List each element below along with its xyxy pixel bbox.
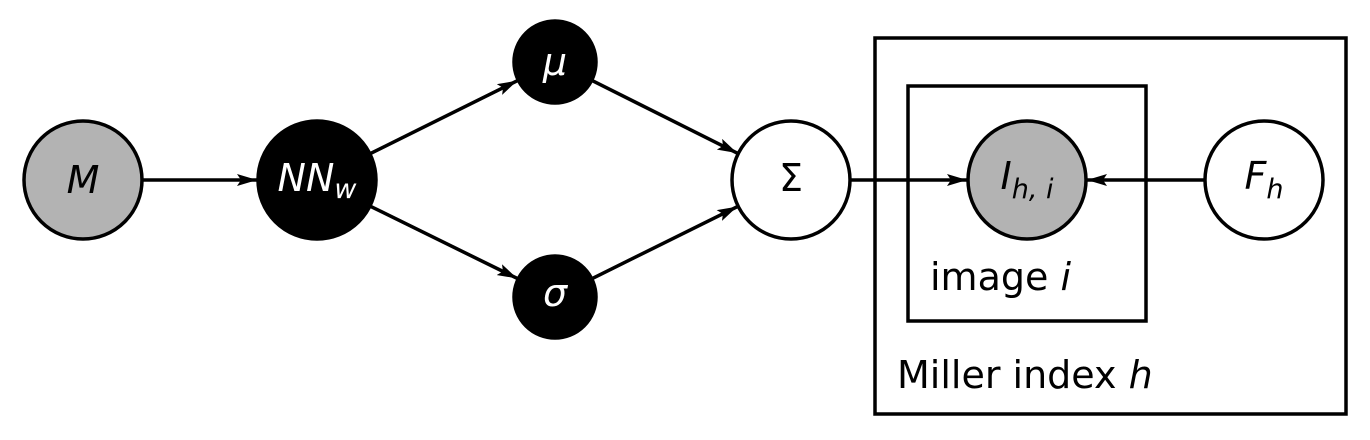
plate-miller-label: Miller index h [897,353,1153,397]
node-M-label: M [67,158,100,202]
node-I: Ih, i [966,119,1088,241]
node-NNw-label: NNw [278,156,358,205]
node-NNw-circle [256,119,378,241]
node-mu-circle [512,19,598,105]
edge-mu-to-Sigma [590,78,739,155]
node-I-label: Ih, i [1001,154,1054,205]
node-I-circle [966,119,1088,241]
node-M: M [22,119,144,241]
node-Sigma-sum-label: Σ [779,156,803,200]
node-sigma-small-label: σ [543,271,569,315]
node-mu-label: μ [542,40,567,84]
node-M-circle [22,119,144,241]
plate-image-label: image i [930,255,1071,299]
node-sigma-small: σ [512,254,598,340]
plate-image [906,84,1148,323]
plate-miller-index [873,36,1348,416]
edge-NN-to-sigma [369,204,519,281]
edge-NN-to-mu [369,79,519,156]
edges-group [142,78,1205,281]
node-mu: μ [512,19,598,105]
edge-sigma-to-Sigma [590,205,739,281]
node-Sigma-sum: Σ [730,119,852,241]
node-F-label: Fh [1245,154,1284,205]
node-Sigma-sum-circle [730,119,852,241]
node-F: Fh [1203,119,1325,241]
node-sigma-small-circle [512,254,598,340]
node-NNw: NNw [256,119,378,241]
node-F-circle [1203,119,1325,241]
